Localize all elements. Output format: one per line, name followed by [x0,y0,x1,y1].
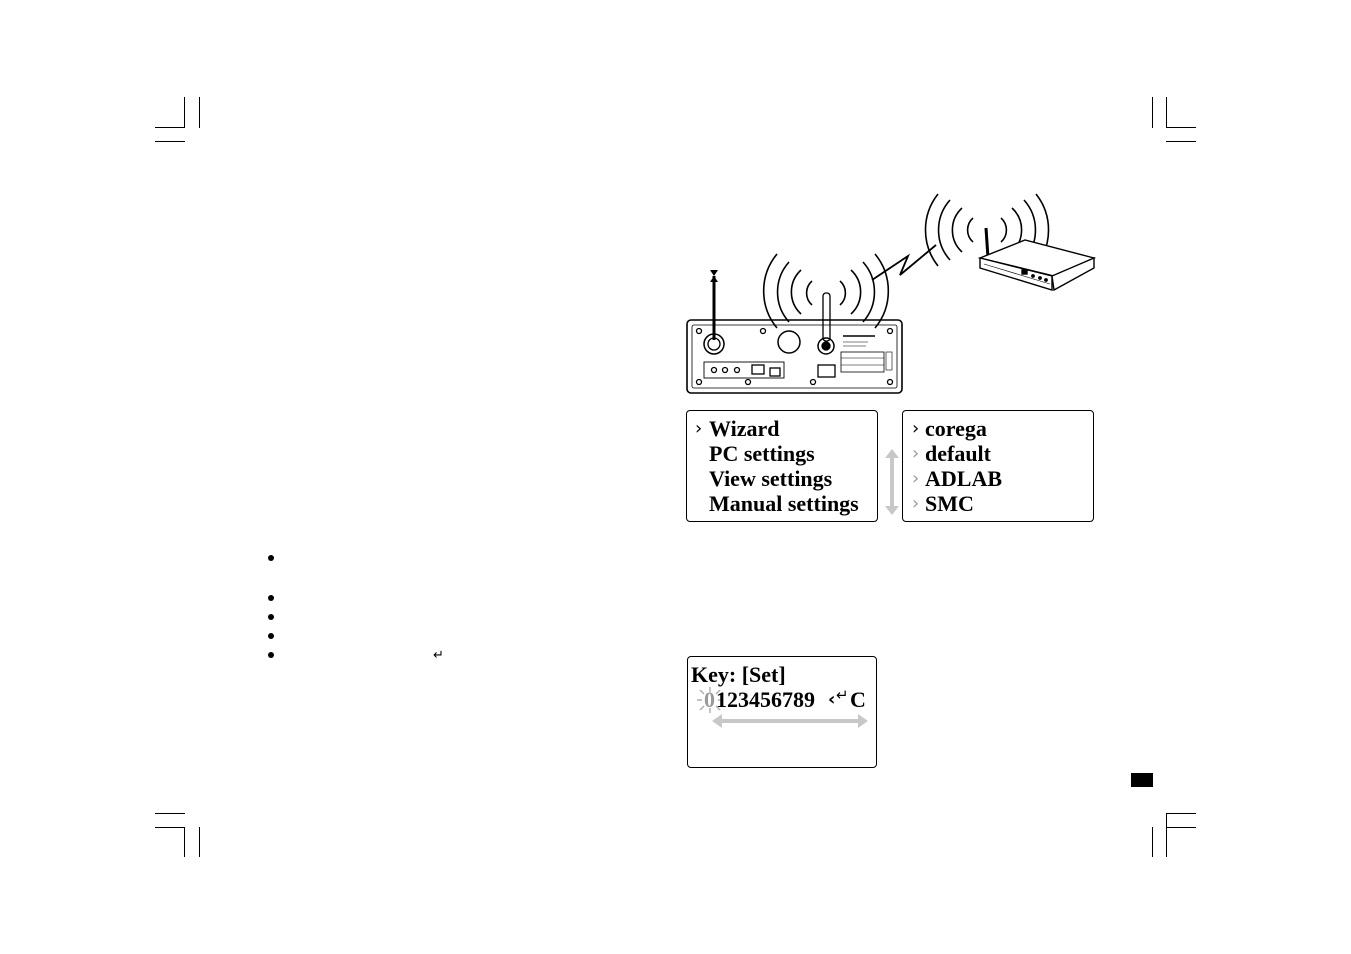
menu-item-pc-settings[interactable]: PC settings [709,441,815,466]
key-screen-title: Key: [Set] [691,662,786,687]
enter-icon[interactable]: ↵ [836,686,849,704]
clear-key[interactable]: C [850,687,866,712]
bullet [268,633,274,639]
bullet [268,614,274,620]
chevron-right-icon: › [695,418,703,439]
character-set[interactable]: 123456789 [716,687,815,712]
network-item-smc[interactable]: SMC [925,491,974,516]
enter-icon: ↵ [433,648,444,663]
backspace-icon[interactable]: ‹ [828,689,836,710]
cursor-character[interactable]: 0 [704,687,715,712]
chevron-right-icon: › [912,418,920,439]
router-icon [977,227,1097,292]
up-down-arrow-icon [885,449,899,515]
network-item-corega[interactable]: corega [925,416,987,441]
menu-item-view-settings[interactable]: View settings [709,466,833,491]
bullet [268,595,274,601]
network-list-screen: › › › › corega default ADLAB SMC [902,410,1094,522]
wireless-wave-icon [762,253,890,329]
knob-icon [777,330,801,354]
key-entry-screen: Key: [Set] 0 123456789 ‹ ↵ C [687,656,877,768]
wireless-link-icon [871,244,937,281]
radio-back-panel [686,319,903,394]
network-item-default[interactable]: default [925,441,991,466]
settings-menu-screen: › Wizard PC settings View settings Manua… [686,410,878,522]
chevron-right-icon: › [912,493,920,514]
bullet [268,555,274,561]
chevron-right-icon: › [912,468,920,489]
menu-item-manual-settings[interactable]: Manual settings [709,491,859,516]
wireless-wave-icon [924,193,1050,267]
menu-item-wizard[interactable]: Wizard [709,416,780,441]
cursor-blink-icon [697,687,723,713]
left-right-arrow-icon [712,714,868,728]
network-illustration [686,193,1097,394]
bullet [268,652,274,658]
chevron-right-icon: › [912,443,920,464]
page-tab-marker [1131,773,1153,787]
network-item-adlab[interactable]: ADLAB [925,466,1003,491]
